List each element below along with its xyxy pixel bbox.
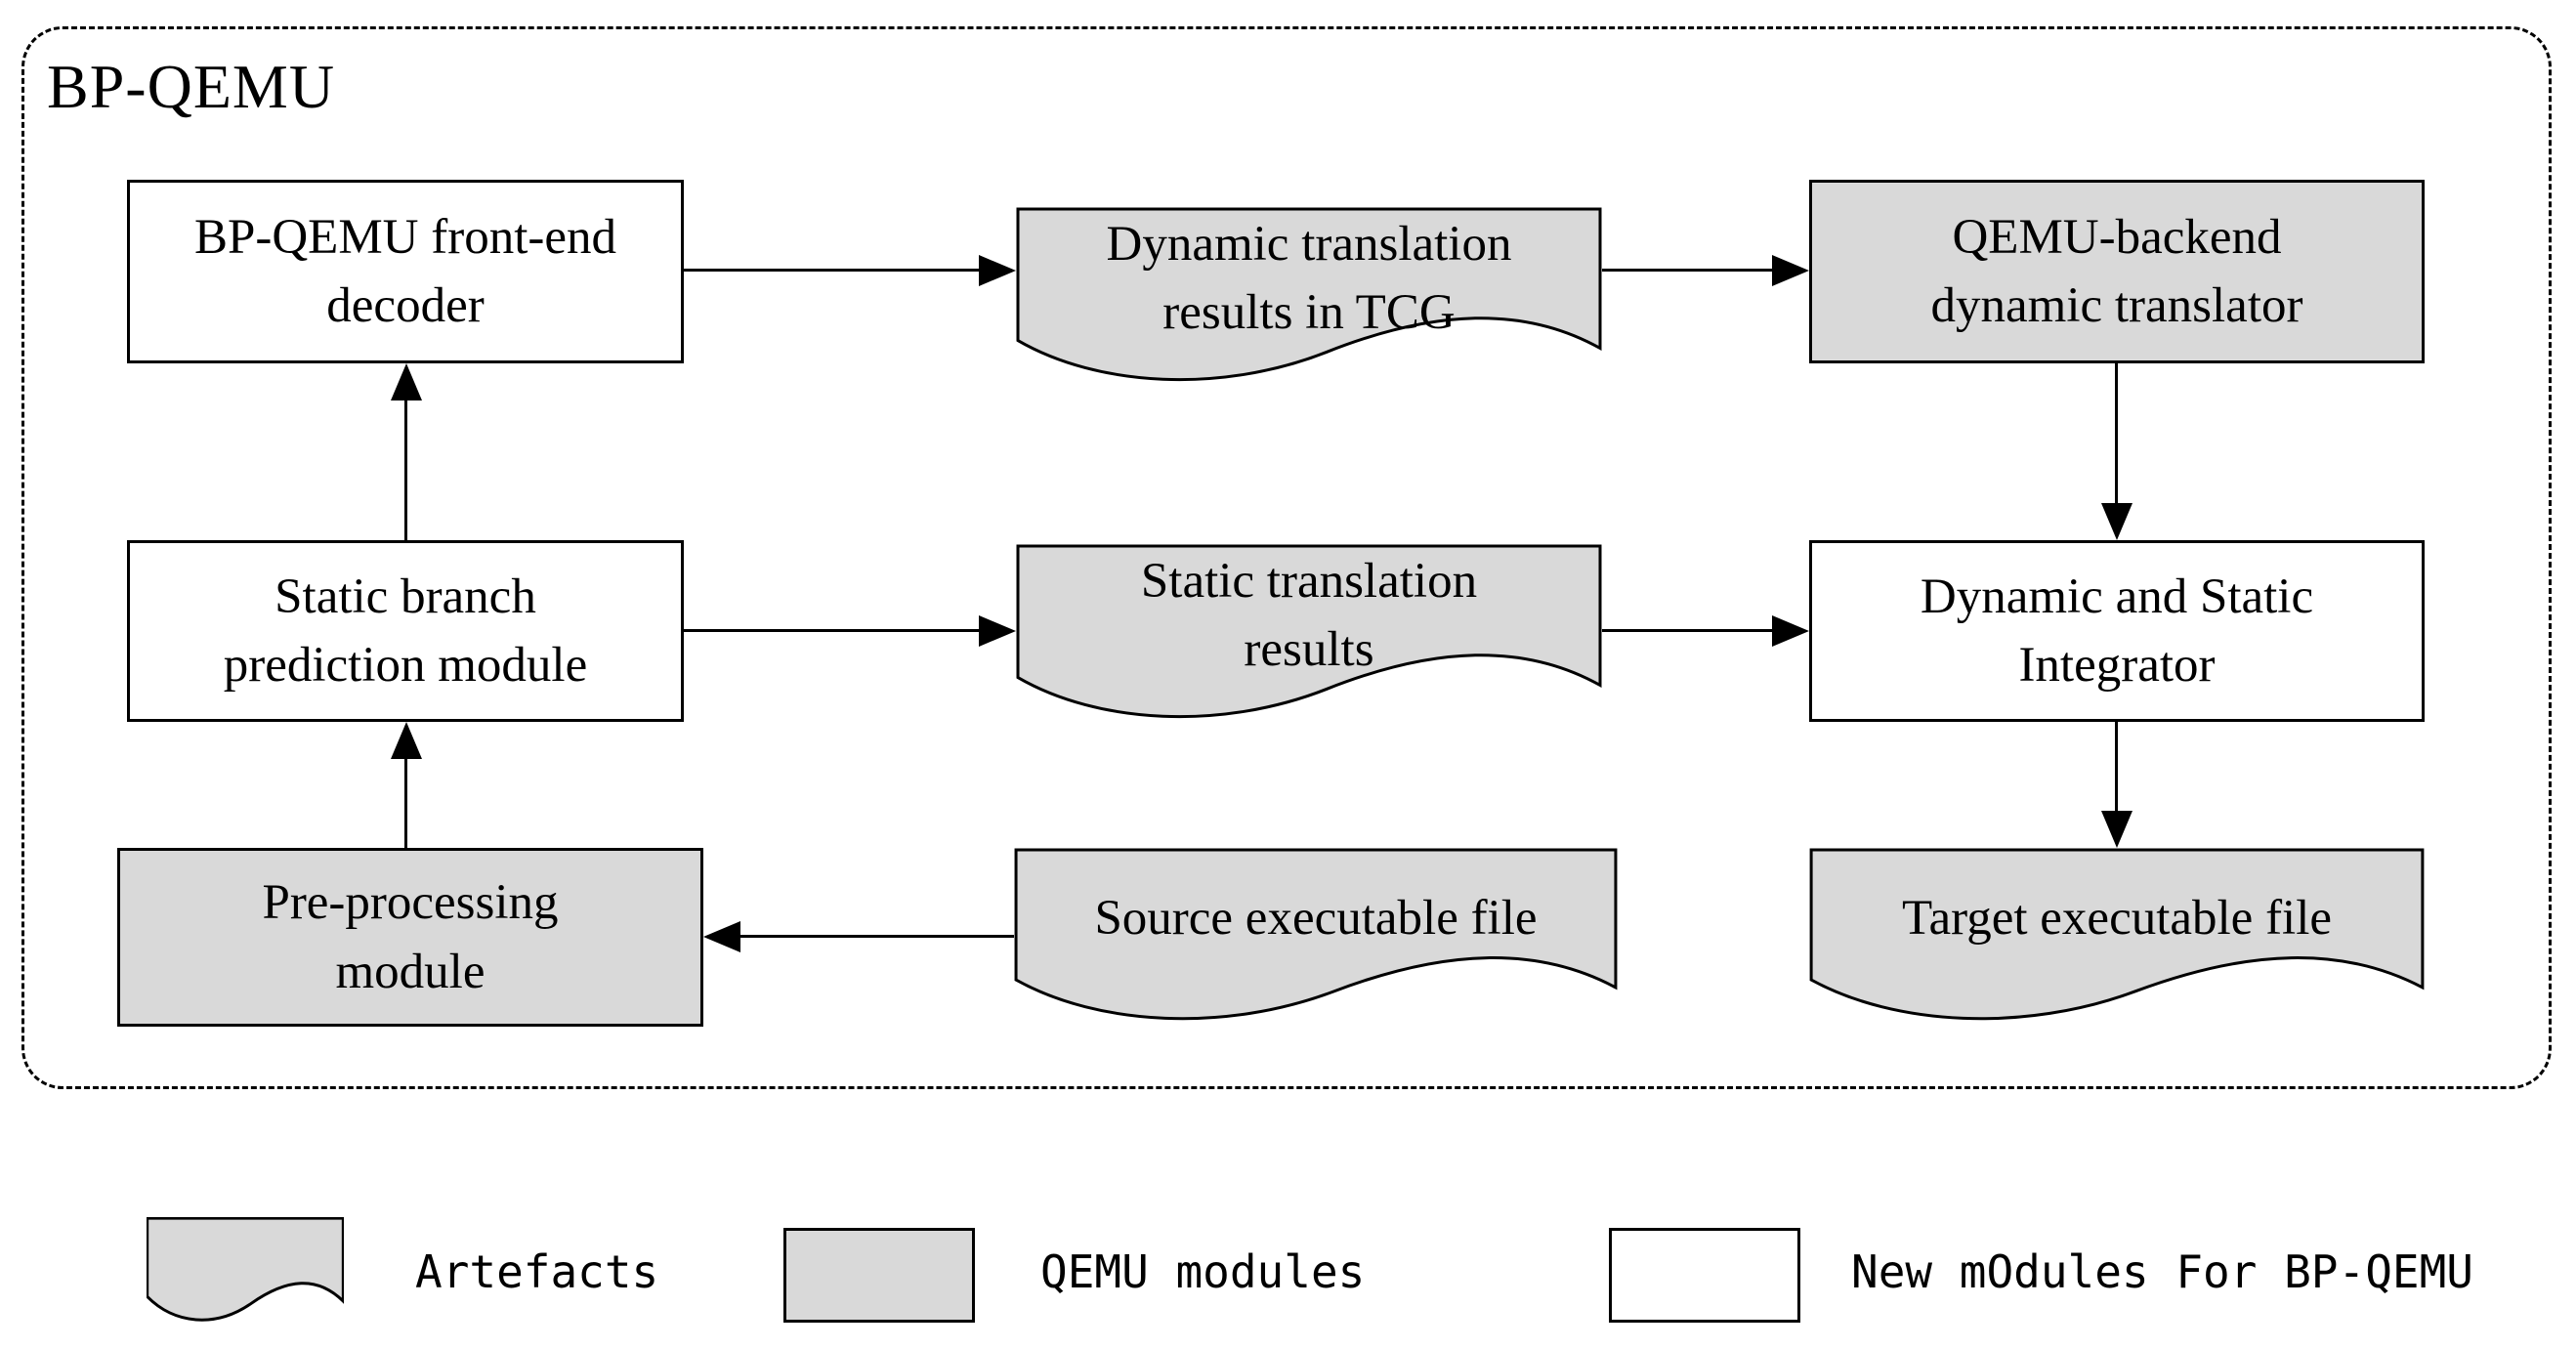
node-frontend-decoder-label: BP-QEMU front-end decoder — [193, 209, 617, 333]
arrow-preproc-to-static — [404, 759, 407, 848]
legend-artefacts-swatch — [147, 1217, 344, 1327]
legend-new-modules-label: New mOdules For BP-QEMU — [1851, 1245, 2473, 1298]
document-shape-icon — [1809, 848, 2425, 1030]
node-dynamic-translation-results: Dynamic translation results in TCG — [1016, 207, 1602, 391]
arrowhead-right-icon — [1772, 615, 1809, 647]
arrowhead-right-icon — [1772, 255, 1809, 286]
bp-qemu-dashed-container — [21, 26, 2552, 1089]
arrow-results-to-integrator — [1602, 629, 1772, 632]
arrow-integrator-to-target — [2115, 722, 2118, 811]
arrow-static-to-results — [684, 629, 979, 632]
arrow-backend-to-integrator — [2115, 363, 2118, 503]
arrowhead-up-icon — [391, 363, 422, 400]
node-qemu-backend-translator: QEMU-backend dynamic translator — [1809, 180, 2425, 363]
document-shape-icon — [1014, 848, 1618, 1030]
arrowhead-down-icon — [2101, 811, 2133, 848]
arrow-tcg-to-backend — [1602, 269, 1772, 272]
arrowhead-down-icon — [2101, 503, 2133, 540]
diagram-title: BP-QEMU — [47, 52, 336, 121]
node-static-translation-results: Static translation results — [1016, 544, 1602, 728]
node-source-executable-label: Source executable file — [1094, 891, 1538, 947]
arrowhead-up-icon — [391, 722, 422, 759]
arrow-source-to-preproc — [740, 935, 1014, 938]
arrow-frontend-to-tcg — [684, 269, 979, 272]
node-static-branch-prediction: Static branch prediction module — [127, 540, 684, 722]
node-dynamic-static-integrator: Dynamic and Static Integrator — [1809, 540, 2425, 722]
node-static-branch-prediction-label: Static branch prediction module — [223, 569, 588, 693]
legend-qemu-modules-label: QEMU modules — [1040, 1245, 1366, 1298]
node-target-executable-label: Target executable file — [1901, 891, 2333, 947]
arrowhead-right-icon — [979, 615, 1016, 647]
node-frontend-decoder: BP-QEMU front-end decoder — [127, 180, 684, 363]
arrowhead-left-icon — [703, 921, 740, 952]
node-qemu-backend-translator-label: QEMU-backend dynamic translator — [1930, 209, 2303, 333]
legend-qemu-modules-swatch — [783, 1228, 975, 1323]
document-shape-icon — [1016, 544, 1602, 728]
arrow-static-to-frontend — [404, 400, 407, 540]
node-static-translation-results-label: Static translation results — [1140, 553, 1478, 678]
legend-artefacts-label: Artefacts — [415, 1245, 659, 1298]
node-preprocessing-module: Pre-processing module — [117, 848, 703, 1027]
node-source-executable: Source executable file — [1014, 848, 1618, 1030]
node-dynamic-static-integrator-label: Dynamic and Static Integrator — [1920, 569, 2314, 693]
arrowhead-right-icon — [979, 255, 1016, 286]
document-shape-icon — [1016, 207, 1602, 391]
node-preprocessing-module-label: Pre-processing module — [262, 875, 559, 999]
node-target-executable: Target executable file — [1809, 848, 2425, 1030]
legend-new-modules-swatch — [1609, 1228, 1800, 1323]
node-dynamic-translation-results-label: Dynamic translation results in TCG — [1106, 216, 1512, 341]
document-shape-icon — [147, 1217, 344, 1327]
